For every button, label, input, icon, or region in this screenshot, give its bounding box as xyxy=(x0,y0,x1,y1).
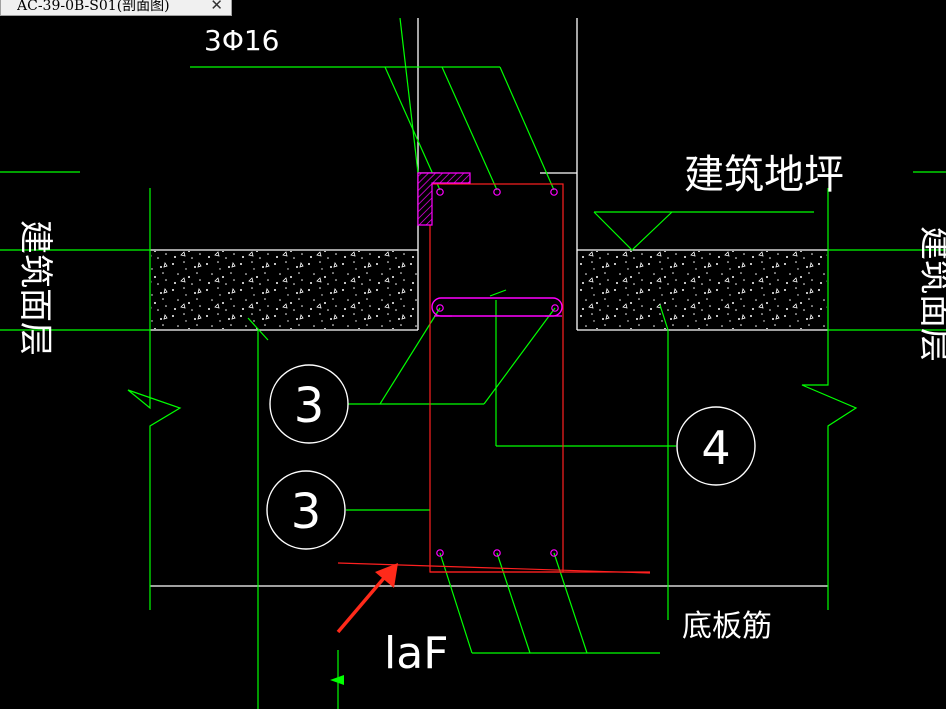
anchor-length-label: laF xyxy=(384,628,449,679)
document-tab[interactable]: AC-39-0B-S01(剖面图) ✕ xyxy=(0,0,232,16)
dimension-arrow xyxy=(330,675,344,685)
left-vertical-label: 建筑面层 xyxy=(15,220,55,356)
ground-floor-label: 建筑地坪 xyxy=(684,152,844,198)
rebar-detail xyxy=(417,172,563,557)
beam-outline xyxy=(337,183,651,574)
callout-number: 3 xyxy=(291,484,322,540)
annotation-arrow-icon xyxy=(336,563,398,634)
bottom-rebar-label: 底板筋 xyxy=(682,609,772,644)
close-icon[interactable]: ✕ xyxy=(210,0,223,14)
rebar-top-label: 3Φ16 xyxy=(204,24,279,57)
callout-number: 3 xyxy=(294,378,325,434)
callout-bubble-4[interactable]: 4 xyxy=(676,406,756,486)
right-vertical-label: 建筑面层 xyxy=(915,226,946,362)
concrete-slab-left xyxy=(151,251,417,329)
concrete-slab-right xyxy=(578,251,827,329)
callout-number: 4 xyxy=(701,421,730,475)
callout-bubble-3-lower[interactable]: 3 xyxy=(266,470,346,550)
document-tab-title: AC-39-0B-S01(剖面图) xyxy=(17,0,170,14)
leader-lines xyxy=(0,17,946,709)
callout-bubble-3-upper[interactable]: 3 xyxy=(269,364,349,444)
document-tab-bar: AC-39-0B-S01(剖面图) ✕ xyxy=(0,0,946,18)
